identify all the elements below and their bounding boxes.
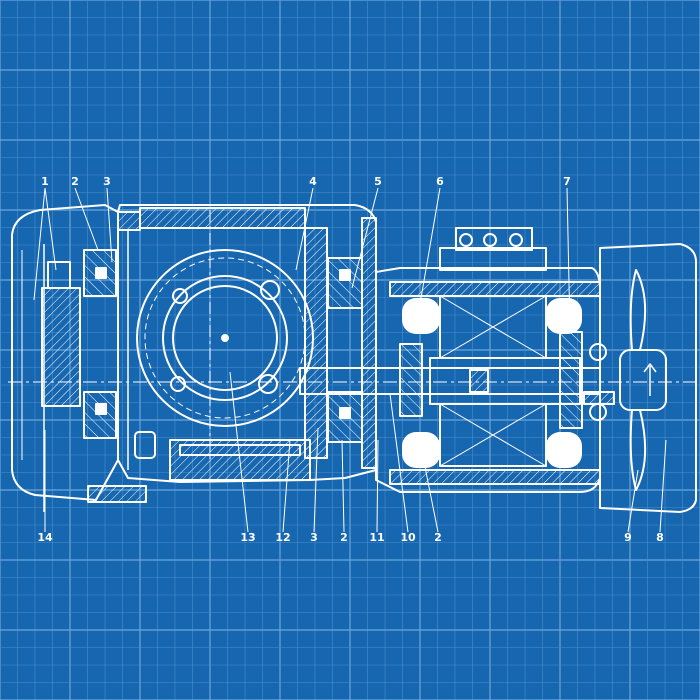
winding-left-top <box>402 298 440 334</box>
callout-top-5: 5 <box>374 175 382 188</box>
winding-right-top <box>546 298 582 334</box>
left-feet <box>87 485 147 503</box>
terminal-box <box>439 247 547 271</box>
gearbox-right-wall <box>304 227 328 459</box>
fan-blade-bottom <box>629 409 647 491</box>
fan-hub <box>619 349 667 411</box>
drain-plug <box>134 431 156 459</box>
callout-top-7: 7 <box>563 175 571 188</box>
callout-bottom-11: 11 <box>369 531 385 544</box>
callout-bottom-14: 14 <box>37 531 53 544</box>
worm-wheel-hub <box>162 275 288 401</box>
callout-top-3: 3 <box>103 175 111 188</box>
callout-top-4: 4 <box>309 175 317 188</box>
bearing-right-top <box>327 257 363 309</box>
callout-bottom-8: 8 <box>656 531 664 544</box>
callout-top-1: 1 <box>41 175 49 188</box>
leader-lines <box>33 187 667 533</box>
callout-bottom-9: 9 <box>624 531 632 544</box>
callout-bottom-10: 10 <box>400 531 416 544</box>
callout-bottom-3: 3 <box>310 531 318 544</box>
callout-bottom-2b: 2 <box>434 531 442 544</box>
machine-drawing <box>8 204 697 513</box>
fan-cover <box>599 243 697 513</box>
callout-bottom-13: 13 <box>240 531 256 544</box>
callout-bottom-12: 12 <box>275 531 291 544</box>
callout-bottom-2a: 2 <box>340 531 348 544</box>
rotor <box>429 357 581 405</box>
motor-shaft <box>299 367 601 395</box>
coupling-hub <box>41 287 81 407</box>
fan-blade-top <box>629 269 647 351</box>
callout-top-2: 2 <box>71 175 79 188</box>
callout-top-6: 6 <box>436 175 444 188</box>
